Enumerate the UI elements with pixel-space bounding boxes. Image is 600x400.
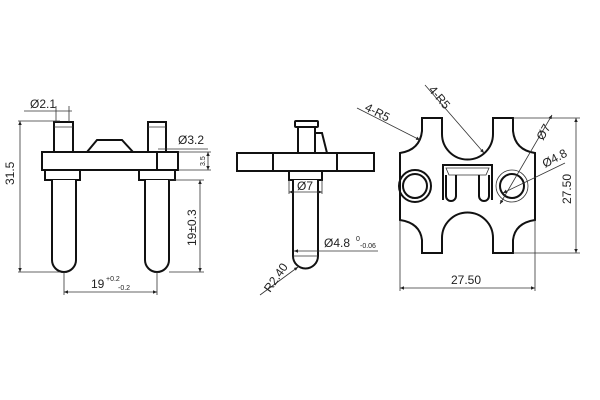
dim-hole-dia: Ø4.8	[540, 146, 570, 171]
dim-collar-dia: Ø7	[297, 179, 313, 193]
dim-corner-radius: 4-R5	[363, 100, 393, 124]
dim-pin-length: 19±0.3	[185, 209, 199, 246]
side-plate	[236, 152, 375, 172]
dim-height: 31.5	[3, 161, 17, 185]
dim-pin-large-dia: Ø3.2	[178, 133, 204, 147]
housing-bar	[41, 151, 179, 171]
right-pin	[144, 180, 170, 273]
dim-pin-spacing-tol-lower: -0.2	[118, 285, 130, 292]
center-slot	[442, 164, 493, 200]
side-pin-stem	[297, 126, 316, 154]
right-collar	[138, 169, 176, 181]
front-view: 31.5 Ø2.1 Ø3.2 3.5 19±0.3 19 +0.2 -0.2	[3, 97, 211, 295]
left-collar	[44, 169, 81, 181]
dim-pin-spacing-tol-upper: +0.2	[106, 276, 120, 283]
dim-pin-dia: Ø4.8	[324, 236, 350, 250]
side-view: Ø7 Ø4.8 0 -0.06 R2.40	[236, 120, 378, 296]
top-outline	[399, 117, 536, 254]
side-pin	[292, 180, 319, 270]
dim-tip-radius: R2.40	[261, 260, 291, 295]
dim-pin-spacing: 19	[91, 277, 105, 291]
housing-hump	[84, 139, 136, 153]
dim-width: 27.50	[451, 273, 481, 287]
dim-depth: 27.50	[560, 174, 574, 204]
side-tab	[314, 132, 329, 154]
dim-pin-dia-tol-lower: -0.06	[360, 243, 376, 250]
left-pin	[51, 180, 77, 273]
side-pin-cap	[294, 120, 319, 128]
right-pin-head	[147, 121, 167, 153]
top-view: 4-R5 4-R5 Ø7 Ø4.8 27.50 27.50	[356, 83, 580, 291]
dim-pin-dia-tol-upper: 0	[356, 236, 360, 243]
dim-pin-small-dia: Ø2.1	[30, 97, 56, 111]
dim-notch-radius: 4-R5	[426, 83, 454, 112]
dim-bar-thickness: 3.5	[200, 156, 207, 166]
left-pin-head	[53, 121, 74, 153]
left-boss	[398, 169, 432, 203]
dim-boss-dia: Ø7	[533, 121, 553, 142]
